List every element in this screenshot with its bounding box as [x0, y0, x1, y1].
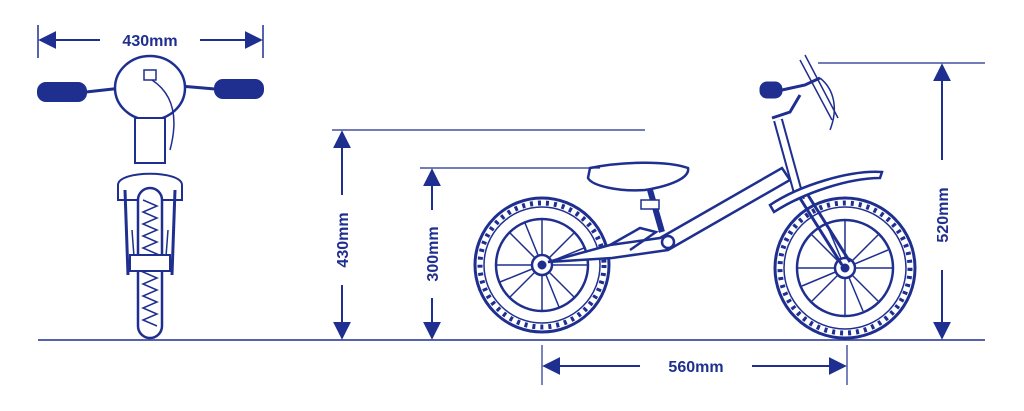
dimension-wheelbase: 560mm [541, 345, 848, 385]
dimension-seat-height: 300mm [420, 167, 600, 340]
seat [586, 161, 690, 192]
handlebar-height-label: 430mm [335, 212, 352, 267]
seat-height-label: 300mm [425, 226, 442, 281]
front-plate [113, 54, 187, 122]
dimension-handlebar-height: 430mm [332, 129, 645, 340]
side-view-bike [473, 54, 917, 340]
front-view-bike [37, 54, 264, 340]
right-grip [214, 79, 264, 99]
front-wheel [773, 196, 917, 340]
front-fork [796, 191, 852, 266]
dimension-handlebar-width: 430mm [37, 25, 264, 58]
side-grip [759, 81, 783, 99]
front-fender [768, 170, 884, 214]
overall-height-label: 520mm [935, 187, 952, 242]
rear-wheel [473, 196, 611, 334]
frame [547, 166, 792, 264]
handlebar-width-label: 430mm [122, 33, 177, 50]
wheelbase-label: 560mm [668, 359, 723, 376]
left-grip [37, 82, 87, 102]
seat-post [647, 189, 665, 233]
dimension-overall-height: 520mm [818, 62, 985, 340]
